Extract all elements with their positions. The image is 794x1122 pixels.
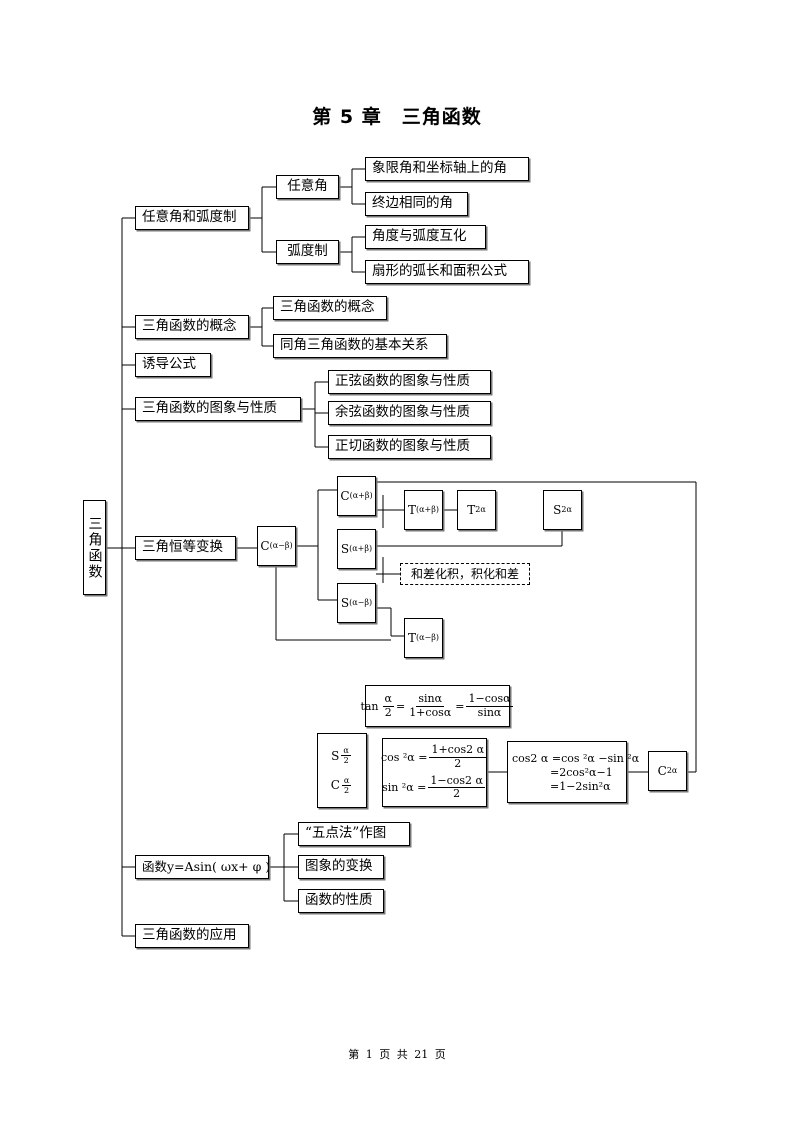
node-angle-radian: 任意角和弧度制: [135, 206, 249, 230]
cos2a-line2: =2cos²α−1: [550, 765, 613, 779]
page-title: 第 5 章 三角函数: [312, 106, 482, 128]
tan-half-f1-den: 1+cosα: [409, 705, 452, 719]
formula-s-minus-sub: (α−β): [349, 598, 373, 607]
formula-t-minus-sub: (α−β): [416, 633, 439, 642]
formula-c-plus: C(α+β): [337, 476, 376, 516]
c-half-main: C: [330, 778, 340, 793]
node-graph-transform: 图象的变换: [298, 855, 384, 879]
tan-half-eq1: =: [395, 699, 406, 713]
formula-t-plus-main: T: [408, 503, 417, 517]
node-cos-graph: 余弦函数的图象与性质: [328, 401, 491, 425]
node-tan-graph: 正切函数的图象与性质: [328, 435, 491, 459]
c-half-sub-den: 2: [344, 785, 350, 795]
sin-sq-num: 1−cos2 α: [428, 773, 485, 789]
tan-half-f1-num: sinα: [416, 691, 445, 707]
formula-s-plus-sub: (α+β): [349, 544, 373, 553]
cos2a-line3: =1−2sin²α: [550, 779, 611, 793]
formula-c-minus-main: C: [260, 539, 270, 553]
root-box: 三角函数: [83, 500, 106, 595]
formula-s-minus: S(α−β): [337, 583, 376, 623]
node-sin-graph: 正弦函数的图象与性质: [328, 370, 491, 394]
node-coterminal: 终边相同的角: [365, 192, 468, 216]
node-five-point: “五点法”作图: [298, 822, 410, 846]
node-sum-to-product: 和差化积，积化和差: [400, 563, 530, 585]
node-any-angle: 任意角: [276, 175, 339, 199]
node-deg-rad: 角度与弧度互化: [365, 225, 486, 249]
formula-s-2a-sub: 2α: [561, 505, 572, 514]
node-same-angle: 同角三角函数的基本关系: [273, 334, 447, 358]
formula-t-2a-sub: 2α: [475, 505, 486, 514]
formula-s-plus: S(α+β): [337, 529, 376, 569]
node-func-props: 函数的性质: [298, 889, 384, 913]
node-sector: 扇形的弧长和面积公式: [365, 260, 529, 284]
node-radian: 弧度制: [276, 240, 339, 264]
node-graph-props: 三角函数的图象与性质: [135, 397, 301, 421]
cos2a-line1: cos2 α =cos ²α −sin ²α: [512, 751, 640, 765]
node-func-asin: 函数y=Asin( ωx+ φ ): [135, 855, 270, 879]
formula-c-minus-sub: (α−β): [269, 541, 293, 550]
sin-sq-lhs: sin ²α =: [382, 781, 427, 795]
tan-half-f2-num: 1−cosα: [466, 691, 513, 707]
formula-t-2a-main: T: [467, 503, 476, 517]
formula-c-2a-main: C: [657, 764, 667, 778]
cos-sq-num: 1+cos2 α: [429, 743, 487, 758]
node-concept: 三角函数的概念: [135, 315, 249, 339]
tan-half-f2-den: sinα: [477, 705, 502, 719]
tan-half-lhs: tan: [360, 699, 379, 713]
formula-t-minus: T(α−β): [404, 618, 443, 658]
node-concept-item: 三角函数的概念: [273, 296, 387, 320]
formula-c-2a-sub: 2α: [666, 766, 678, 775]
tan-half-alpha: α: [382, 691, 394, 707]
tan-half-eq2: =: [455, 699, 465, 713]
node-quadrant-angle: 象限角和坐标轴上的角: [365, 157, 529, 181]
formula-c-plus-main: C: [340, 489, 350, 503]
formula-s-plus-main: S: [340, 542, 350, 556]
s-half-main: S: [331, 748, 340, 763]
s-half-sub-num: α: [341, 746, 351, 757]
formula-t-minus-main: T: [408, 631, 417, 645]
cos-sq-lhs: cos ²α =: [380, 750, 428, 764]
formula-t-plus-sub: (α+β): [416, 505, 439, 514]
s-half-sub-den: 2: [343, 756, 349, 766]
formula-s-minus-main: S: [340, 596, 350, 610]
formula-cos-double: cos2 α =cos ²α −sin ²α =2cos²α−1 =1−2sin…: [507, 741, 639, 803]
node-application: 三角函数的应用: [135, 924, 249, 948]
node-induction: 诱导公式: [135, 353, 211, 377]
sin-sq-den: 2: [453, 787, 461, 801]
c-half-sub-num: α: [341, 775, 352, 786]
formula-s-2a-main: S: [553, 503, 562, 517]
tan-half-2: 2: [384, 705, 392, 719]
page-footer: 第 1 页 共 21 页: [348, 1048, 446, 1061]
formula-c-plus-sub: (α+β): [349, 491, 373, 500]
cos-sq-den: 2: [454, 756, 462, 770]
formula-t-plus: T(α+β): [404, 490, 443, 530]
formula-c-minus: C(α−β): [257, 526, 296, 566]
node-identities: 三角恒等变换: [135, 536, 236, 560]
